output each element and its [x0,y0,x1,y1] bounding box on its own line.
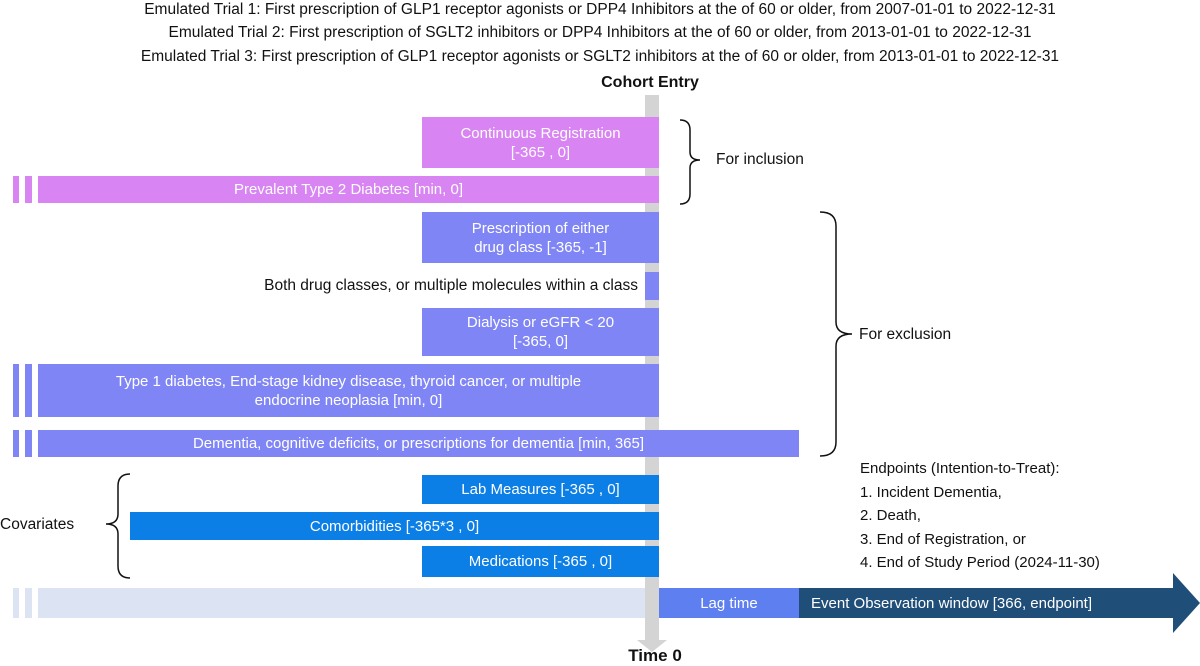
exclusion-brace-icon [819,211,853,457]
bar-comorbidities: Comorbidities [-365*3 , 0] [130,512,659,540]
bar-dementia-stub-1 [13,430,19,457]
bar-prevalent-t2d: Prevalent Type 2 Diabetes [min, 0] [38,176,659,203]
event-window-arrow-icon [1173,573,1200,633]
bar-continuous-registration: Continuous Registration [-365 , 0] [422,117,659,168]
endpoint-item: 3. End of Registration, or [860,530,1026,548]
time-zero-arrow-icon [637,640,667,652]
both-drug-classes-label: Both drug classes, or multiple molecules… [264,277,638,294]
bar-medications: Medications [-365 , 0] [422,546,659,577]
inclusion-brace-icon [679,119,701,205]
endpoints-title: Endpoints (Intention-to-Treat): [860,460,1060,477]
cohort-entry-label: Cohort Entry [601,74,699,91]
bar-dialysis-egfr: Dialysis or eGFR < 20 [-365, 0] [422,308,659,356]
bar-lag-time: Lag time [659,588,799,618]
time-zero-label: Time 0 [628,646,682,665]
bar-event-window: Event Observation window [366, endpoint] [799,588,1174,618]
bar-prevalent-t2d-stub-1 [13,176,19,203]
trial-1-description: Emulated Trial 1: First prescription of … [144,1,1056,18]
trial-2-description: Emulated Trial 2: First prescription of … [168,24,1032,41]
for-exclusion-label: For exclusion [859,326,952,343]
trial-3-description: Emulated Trial 3: First prescription of … [140,48,1060,65]
bar-prevalent-t2d-stub-2 [25,176,32,203]
pre-entry-timeline [38,588,645,618]
bar-both-drug-classes [645,272,659,300]
bar-prescription-either: Prescription of either drug class [-365,… [422,212,659,263]
timeline-stub-1 [13,588,19,618]
covariates-label: Covariates [0,516,75,533]
bar-lab-measures: Lab Measures [-365 , 0] [422,475,659,504]
endpoint-item: 2. Death, [860,507,921,524]
bar-dementia-stub-2 [25,430,32,457]
timeline-stub-2 [25,588,32,618]
bar-type1-stub-2 [25,364,32,417]
bar-dementia: Dementia, cognitive deficits, or prescri… [38,430,799,457]
bar-type1-diabetes: Type 1 diabetes, End-stage kidney diseas… [38,364,659,417]
endpoints-block: Endpoints (Intention-to-Treat): 1. Incid… [860,457,1100,575]
endpoint-item: 1. Incident Dementia, [860,483,1002,501]
covariates-brace-icon [105,473,131,579]
bar-type1-stub-1 [13,364,19,417]
endpoint-item: 4. End of Study Period (2024-11-30) [860,554,1100,571]
for-inclusion-label: For inclusion [716,151,804,168]
